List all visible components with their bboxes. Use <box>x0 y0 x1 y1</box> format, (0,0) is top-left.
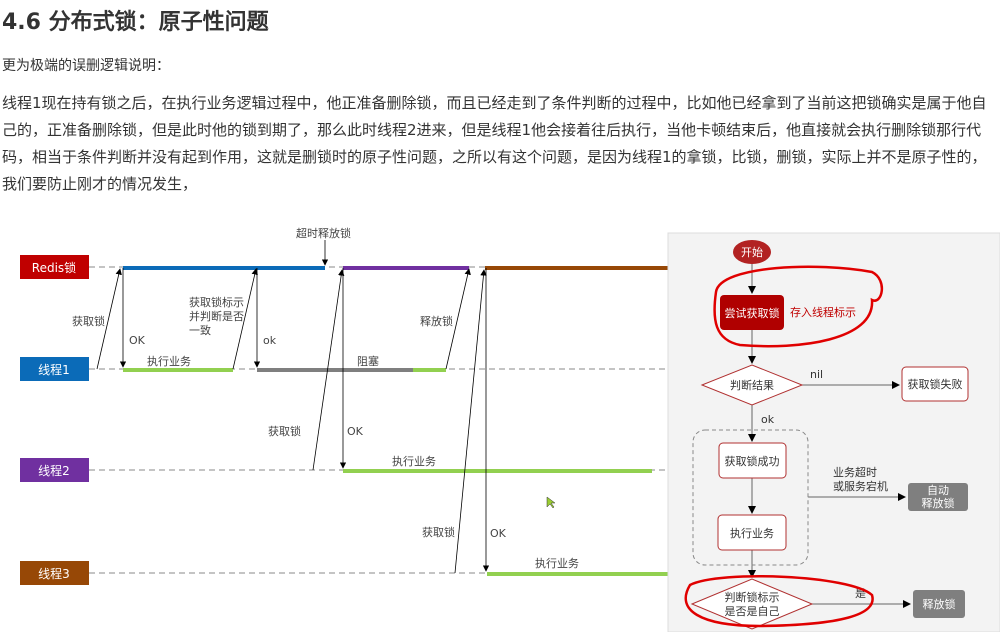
lock-fail-text: 获取锁失败 <box>908 377 963 391</box>
timeout-label-line2: 或服务宕机 <box>833 479 888 493</box>
check-label-line3: 一致 <box>189 323 211 337</box>
auto-release-line1: 自动 <box>927 484 949 497</box>
exec-label-3: 执行业务 <box>535 556 579 570</box>
check-arrow <box>232 268 258 370</box>
lock-success-node <box>718 442 787 479</box>
intro-text: 更为极端的误删逻辑说明： <box>2 58 170 74</box>
timeline-diagram: Redis锁 线程1 线程2 线程3 <box>20 226 668 585</box>
nil-label: nil <box>810 368 823 381</box>
release-arrow <box>445 268 471 370</box>
auto-release-line2: 释放锁 <box>922 496 955 510</box>
acquire-label-3: 获取锁 <box>422 525 455 539</box>
highlight-circle-top <box>713 265 883 348</box>
redis-lane-label <box>20 255 89 279</box>
page-title: 4.6 分布式锁：原子性问题 <box>2 10 269 35</box>
explanation-paragraph: 线程1现在持有锁之后，在执行业务逻辑过程中，他正准备删除锁，而且已经走到了条件判… <box>2 94 987 193</box>
exec-business-text: 执行业务 <box>730 526 774 540</box>
release-label: 释放锁 <box>420 314 453 328</box>
judge-result-text: 判断结果 <box>730 378 774 392</box>
exec-label-1: 执行业务 <box>147 354 191 368</box>
dashed-group <box>692 429 809 566</box>
thread2-lane-label <box>20 458 89 482</box>
thread3-lane-label <box>20 561 89 585</box>
acquire-arrow-1 <box>96 268 122 370</box>
check-owner-line2: 是否是自己 <box>725 605 780 618</box>
timeout-release-label: 超时释放锁 <box>296 226 351 240</box>
exec-business-node <box>717 514 787 551</box>
check-owner-line1: 判断锁标示 <box>725 590 780 604</box>
check-owner-decision <box>690 578 814 630</box>
check-label-line2: 并判断是否 <box>189 309 244 323</box>
yes-label: 是 <box>855 587 866 600</box>
timeout-label-line1: 业务超时 <box>833 465 877 479</box>
check-label-line1: 获取锁标示 <box>189 295 244 309</box>
judge-result-decision <box>700 364 804 406</box>
release-lock-text: 释放锁 <box>923 597 956 611</box>
ok-label-1: OK <box>129 334 146 347</box>
start-text: 开始 <box>741 245 763 259</box>
exec-label-2: 执行业务 <box>392 454 436 468</box>
redis-lane-text: Redis锁 <box>32 260 76 275</box>
lock-fail-node <box>901 366 969 402</box>
acquire-arrow-3 <box>454 269 487 574</box>
try-lock-node <box>720 295 784 330</box>
ok-label-2: ok <box>263 334 277 347</box>
ok-label: ok <box>761 413 775 426</box>
try-lock-text: 尝试获取锁 <box>725 306 780 320</box>
acquire-label-2: 获取锁 <box>268 424 301 438</box>
acquire-arrow-2 <box>312 269 345 471</box>
release-lock-node <box>913 590 965 618</box>
auto-release-node <box>908 483 968 511</box>
ok-label-4: OK <box>490 527 507 540</box>
thread1-lane-text: 线程1 <box>38 362 70 377</box>
start-node <box>733 240 771 264</box>
store-thread-id-annotation: 存入线程标示 <box>790 305 856 319</box>
thread2-lane-text: 线程2 <box>38 463 70 478</box>
mouse-cursor-icon <box>546 496 556 509</box>
lock-success-text: 获取锁成功 <box>725 454 780 468</box>
thread1-lane-label <box>20 357 89 381</box>
flowchart-panel: 开始 尝试获取锁 存入线程标示 判断结果 nil 获取锁失败 ok 获取锁成功 … <box>667 232 1000 632</box>
ok-label-3: OK <box>347 425 364 438</box>
highlight-circle-bottom <box>684 575 874 628</box>
blocked-label: 阻塞 <box>357 354 379 368</box>
acquire-label-1: 获取锁 <box>72 314 105 328</box>
thread3-lane-text: 线程3 <box>38 566 70 581</box>
